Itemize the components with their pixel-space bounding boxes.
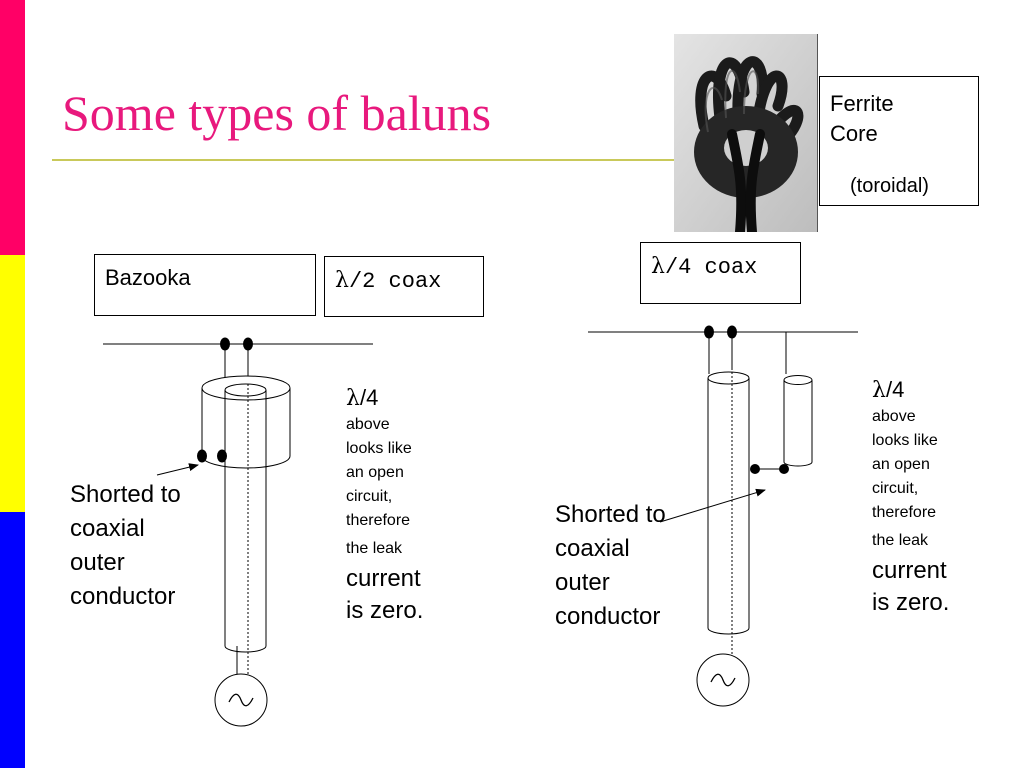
main-coax-top: [708, 372, 749, 384]
bazooka-balun-drawing: [103, 338, 373, 727]
terminal-dot: [220, 338, 230, 351]
terminal-dot: [704, 326, 714, 339]
inner-coax-bottom: [225, 646, 266, 652]
main-coax-wall: [708, 378, 749, 628]
terminal-dot: [727, 326, 737, 339]
quarter-wave-stub: [784, 380, 812, 466]
quarter-wave-balun-drawing: [588, 326, 858, 707]
shorted-arrow: [157, 465, 198, 475]
stub-top: [784, 376, 812, 385]
short-dot: [750, 464, 760, 474]
short-dot: [197, 450, 207, 463]
inner-coax-top: [225, 384, 266, 396]
main-coax-bottom: [708, 628, 749, 634]
short-dot: [217, 450, 227, 463]
terminal-dot: [243, 338, 253, 351]
short-dot: [779, 464, 789, 474]
